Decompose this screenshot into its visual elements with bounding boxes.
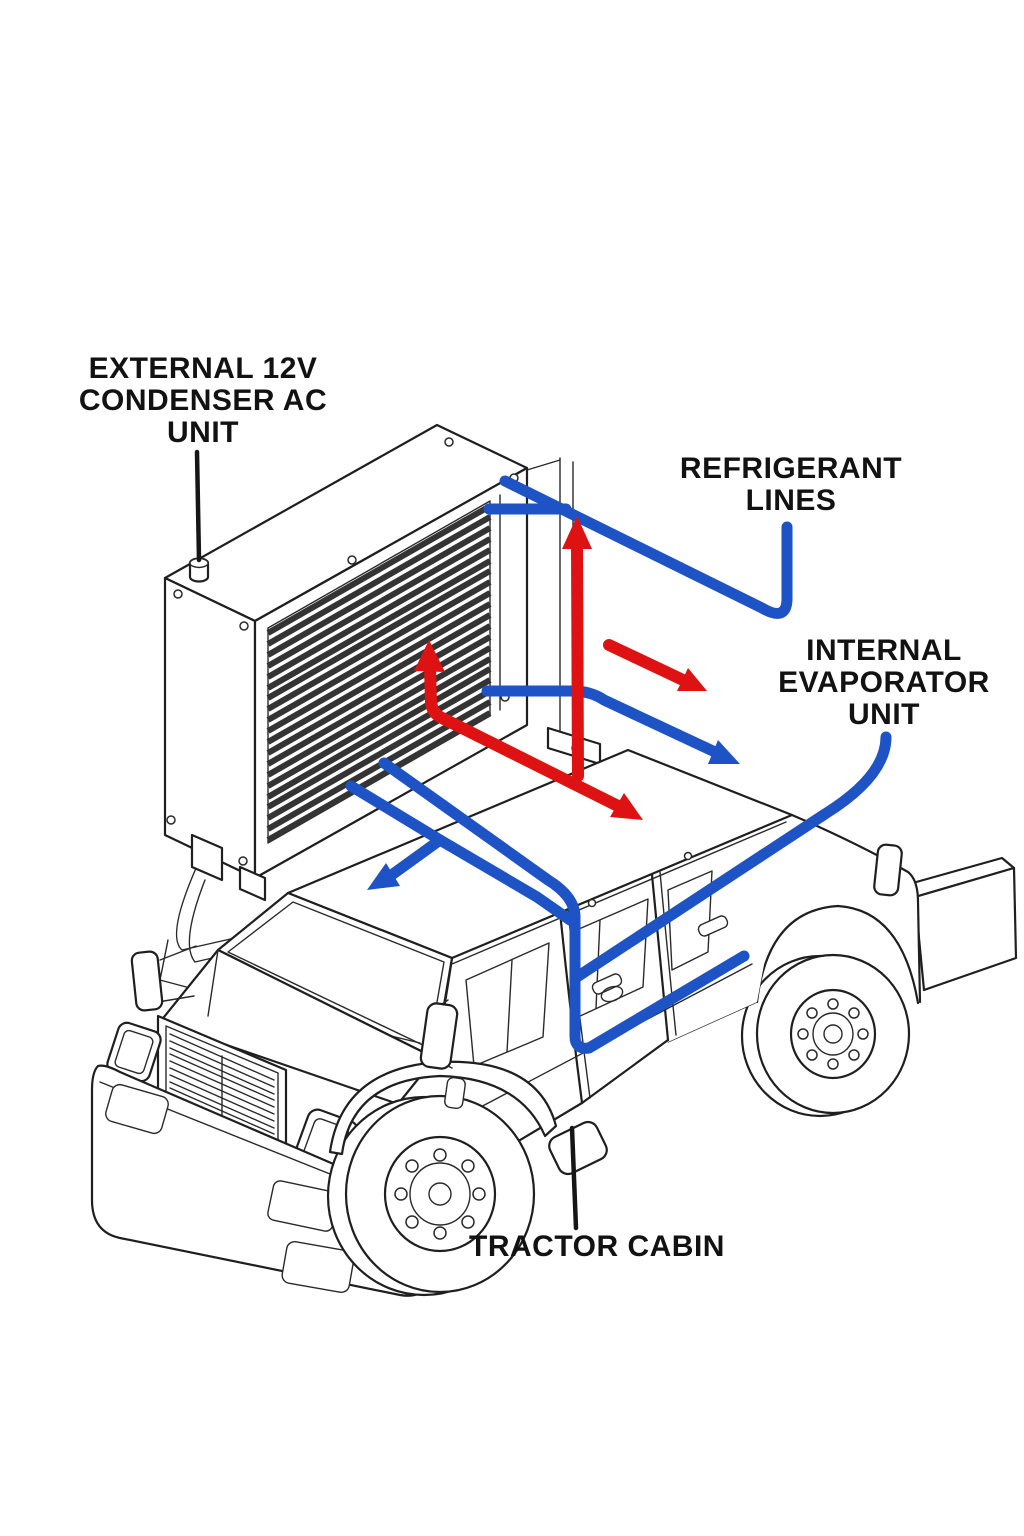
leader-cabin [569, 1125, 579, 1231]
c-pillar [650, 873, 670, 1042]
door-handle [697, 915, 729, 937]
door-handle [591, 973, 623, 995]
label-cabin-line1: TRACTOR CABIN [469, 1230, 725, 1263]
hot-line-short [603, 639, 689, 686]
side-mirror-right [419, 999, 466, 1110]
refrigerant-lines-cool [345, 475, 892, 1054]
label-condenser-line3: UNIT [167, 416, 239, 449]
refrigerant-line-evaporator [571, 731, 892, 983]
arrow-down-right-icon [610, 793, 643, 820]
label-evaporator-line3: UNIT [848, 698, 920, 731]
condenser-unit [163, 423, 602, 902]
refrigerant-lines-hot [414, 516, 707, 820]
headlight-left [106, 1021, 162, 1083]
rear-bumper [900, 856, 1018, 992]
label-refrigerant: REFRIGERANT LINES [680, 452, 902, 517]
door-window-front [465, 942, 550, 1067]
refrigerant-line-branch [345, 780, 576, 926]
hot-line-bent [424, 662, 628, 814]
tail-light [873, 843, 903, 897]
front-fender [328, 1060, 558, 1156]
truck [90, 748, 1018, 1297]
arrow-down-right-icon [677, 668, 707, 691]
label-condenser: EXTERNAL 12V CONDENSER AC UNIT [79, 352, 327, 449]
refrigerant-line-top [499, 475, 793, 619]
arrow-up-icon [414, 640, 445, 672]
side-step [548, 1120, 608, 1176]
label-condenser-line1: EXTERNAL 12V [89, 352, 318, 385]
leader-condenser [194, 449, 202, 563]
arrow-up-icon [562, 516, 592, 549]
label-refrigerant-line2: LINES [746, 484, 837, 517]
front-wheel [326, 1094, 536, 1297]
rear-wheel [740, 953, 911, 1118]
hot-line-vertical [571, 542, 584, 782]
condenser-top-port [188, 557, 210, 583]
label-condenser-line2: CONDENSER AC [79, 384, 327, 417]
arrow-down-left-icon [367, 863, 400, 890]
rear-fender [755, 904, 920, 1005]
label-refrigerant-line1: REFRIGERANT [680, 452, 902, 485]
arrow-down-right-icon [708, 740, 740, 764]
label-evaporator-line1: INTERNAL [806, 634, 962, 667]
label-cabin: TRACTOR CABIN [469, 1230, 725, 1263]
side-mirror-left [130, 945, 197, 1012]
label-evaporator: INTERNAL EVAPORATOR UNIT [778, 634, 990, 731]
label-evaporator-line2: EVAPORATOR [778, 666, 990, 699]
